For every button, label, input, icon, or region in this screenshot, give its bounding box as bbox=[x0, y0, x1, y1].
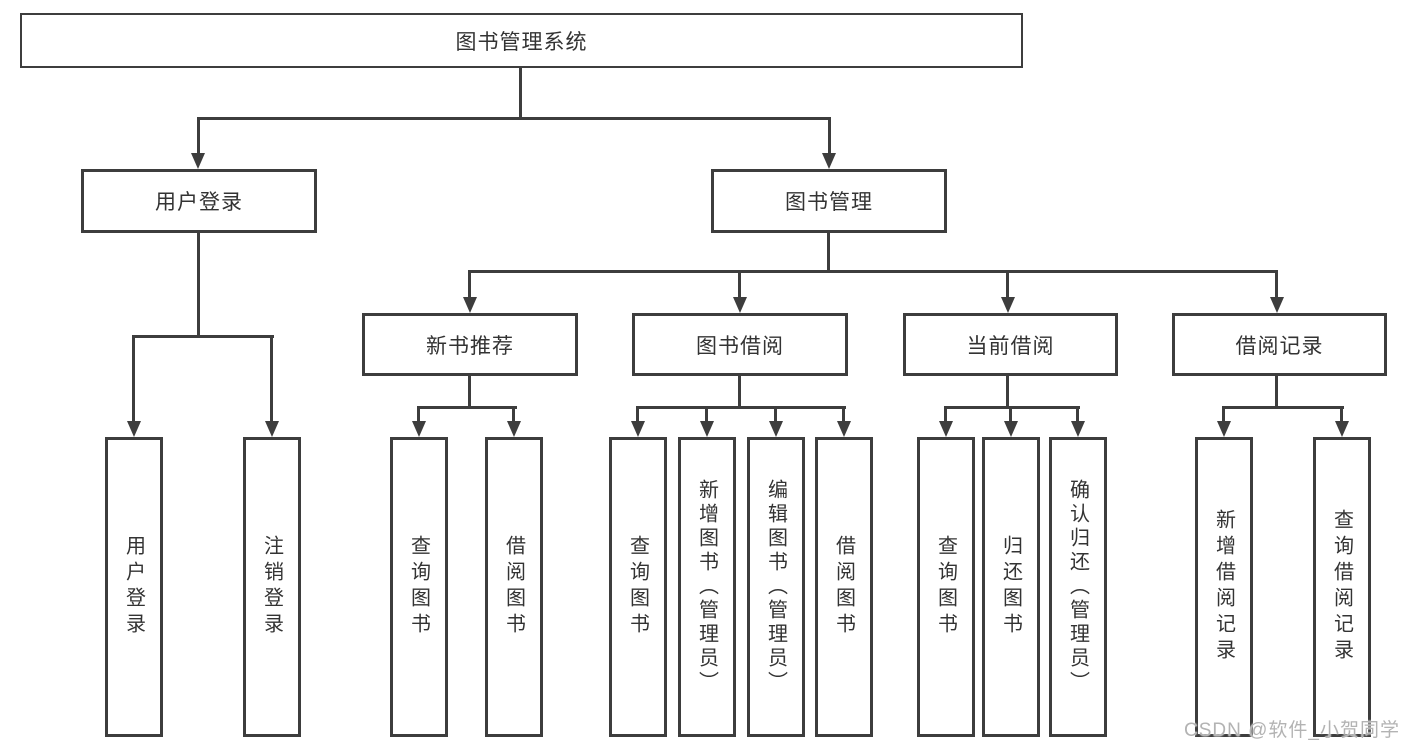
arrowhead bbox=[1004, 421, 1018, 437]
leaf-recommend-query-book: 查询图书 bbox=[390, 437, 448, 737]
arrowhead bbox=[939, 421, 953, 437]
node-book-borrow: 图书借阅 bbox=[632, 313, 848, 376]
connector-drop bbox=[944, 406, 947, 426]
leaf-label: 查询图书 bbox=[934, 535, 957, 639]
arrowhead bbox=[733, 297, 747, 313]
connector-drop bbox=[1222, 406, 1225, 426]
connector-current-stem bbox=[1006, 374, 1009, 408]
arrowhead bbox=[1270, 297, 1284, 313]
arrowhead bbox=[265, 421, 279, 437]
connector-drop bbox=[1076, 406, 1079, 426]
arrowhead bbox=[700, 421, 714, 437]
connector-drop bbox=[1340, 406, 1343, 426]
connector-drop bbox=[738, 270, 741, 302]
leaf-label: 编辑图书（管理员） bbox=[764, 479, 787, 695]
leaf-borrow-add-book-admin: 新增图书（管理员） bbox=[678, 437, 736, 737]
arrowhead bbox=[822, 153, 836, 169]
arrowhead bbox=[1001, 297, 1015, 313]
arrowhead bbox=[769, 421, 783, 437]
leaf-recommend-borrow-book: 借阅图书 bbox=[485, 437, 543, 737]
connector-new-book-stem bbox=[468, 374, 471, 408]
connector-level1-bus bbox=[197, 117, 831, 120]
leaf-record-query: 查询借阅记录 bbox=[1313, 437, 1371, 737]
leaf-label: 借阅图书 bbox=[502, 535, 525, 639]
connector-borrow-bus bbox=[636, 406, 846, 409]
connector-borrow-stem bbox=[738, 374, 741, 408]
connector-drop bbox=[132, 335, 135, 425]
connector-record-bus bbox=[1222, 406, 1344, 409]
connector-drop bbox=[1006, 270, 1009, 302]
arrowhead bbox=[463, 297, 477, 313]
leaf-label: 查询图书 bbox=[626, 535, 649, 639]
leaf-label: 注销登录 bbox=[260, 535, 283, 639]
leaf-label: 归还图书 bbox=[999, 535, 1022, 639]
connector-new-book-bus bbox=[417, 406, 517, 409]
arrowhead bbox=[631, 421, 645, 437]
arrowhead bbox=[127, 421, 141, 437]
leaf-label: 确认归还（管理员） bbox=[1066, 479, 1089, 695]
arrowhead bbox=[191, 153, 205, 169]
node-new-book-recommend: 新书推荐 bbox=[362, 313, 578, 376]
leaf-label: 查询借阅记录 bbox=[1330, 509, 1353, 665]
connector-drop bbox=[1009, 406, 1012, 426]
leaf-borrow-edit-book-admin: 编辑图书（管理员） bbox=[747, 437, 805, 737]
leaf-record-add: 新增借阅记录 bbox=[1195, 437, 1253, 737]
leaf-logout: 注销登录 bbox=[243, 437, 301, 737]
connector-drop bbox=[842, 406, 845, 426]
arrowhead bbox=[1217, 421, 1231, 437]
connector-drop bbox=[417, 406, 420, 426]
arrowhead bbox=[1071, 421, 1085, 437]
connector-drop bbox=[774, 406, 777, 426]
node-root: 图书管理系统 bbox=[20, 13, 1023, 68]
connector-drop bbox=[468, 270, 471, 302]
arrowhead bbox=[837, 421, 851, 437]
arrowhead bbox=[1335, 421, 1349, 437]
leaf-current-query-book: 查询图书 bbox=[917, 437, 975, 737]
leaf-label: 用户登录 bbox=[122, 535, 145, 639]
connector-drop bbox=[197, 117, 200, 157]
leaf-label: 查询图书 bbox=[407, 535, 430, 639]
connector-level2-bus bbox=[468, 270, 1278, 273]
node-current-borrow: 当前借阅 bbox=[903, 313, 1118, 376]
node-user-login: 用户登录 bbox=[81, 169, 317, 233]
arrowhead bbox=[507, 421, 521, 437]
connector-drop bbox=[705, 406, 708, 426]
connector-drop bbox=[270, 335, 273, 425]
connector-record-stem bbox=[1275, 374, 1278, 408]
connector-user-login-stem bbox=[197, 232, 200, 337]
arrowhead bbox=[412, 421, 426, 437]
leaf-borrow-query-book: 查询图书 bbox=[609, 437, 667, 737]
node-book-management: 图书管理 bbox=[711, 169, 947, 233]
node-borrow-record: 借阅记录 bbox=[1172, 313, 1387, 376]
leaf-label: 新增借阅记录 bbox=[1212, 509, 1235, 665]
connector-current-bus bbox=[944, 406, 1080, 409]
leaf-user-login: 用户登录 bbox=[105, 437, 163, 737]
connector-root-stem bbox=[519, 68, 522, 118]
connector-drop bbox=[828, 117, 831, 157]
connector-drop bbox=[512, 406, 515, 426]
connector-drop bbox=[636, 406, 639, 426]
csdn-watermark: CSDN @软件_小贺同学 bbox=[1184, 720, 1400, 741]
connector-drop bbox=[1275, 270, 1278, 302]
leaf-label: 借阅图书 bbox=[832, 535, 855, 639]
connector-user-login-bus bbox=[132, 335, 274, 338]
leaf-current-confirm-return-admin: 确认归还（管理员） bbox=[1049, 437, 1107, 737]
leaf-label: 新增图书（管理员） bbox=[695, 479, 718, 695]
leaf-borrow-borrow-book: 借阅图书 bbox=[815, 437, 873, 737]
leaf-current-return-book: 归还图书 bbox=[982, 437, 1040, 737]
connector-book-mgmt-stem bbox=[827, 232, 830, 273]
